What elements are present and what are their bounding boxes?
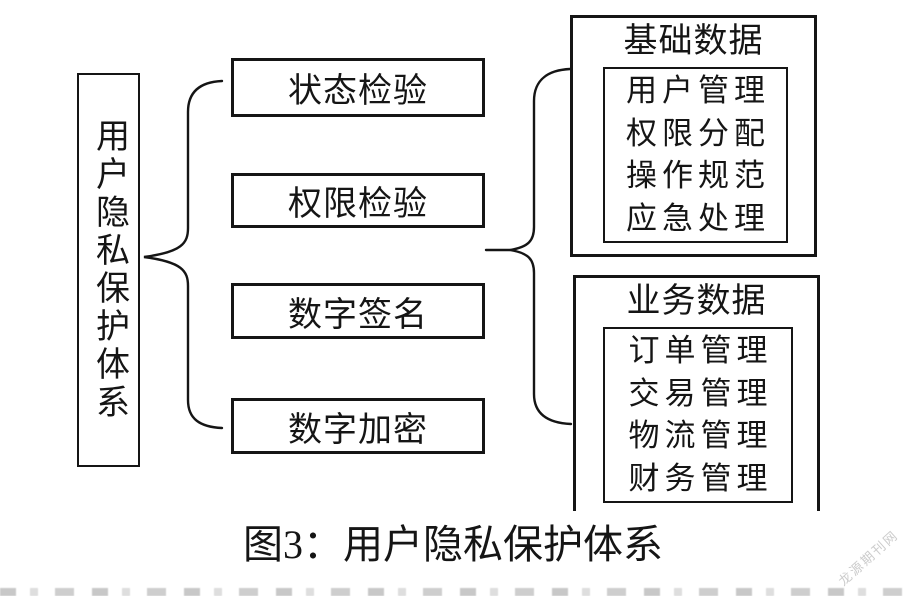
list-item: 操作规范	[626, 158, 770, 193]
root-node-label: 用户隐私保护体系	[90, 118, 128, 422]
watermark-text: 龙源期刊网	[835, 527, 902, 589]
group-basic-data-list: 用户管理 权限分配 操作规范 应急处理	[603, 67, 788, 243]
left-brace	[143, 79, 224, 430]
list-item: 物流管理	[628, 418, 773, 453]
list-item: 财务管理	[628, 460, 773, 496]
node-digital-encryption: 数字加密	[231, 398, 485, 454]
node-status-check: 状态检验	[231, 58, 485, 117]
group-basic-data: 基础数据 用户管理 权限分配 操作规范 应急处理	[570, 15, 817, 257]
group-business-data: 业务数据 订单管理 交易管理 物流管理 财务管理	[573, 275, 820, 511]
figure-caption: 图3：用户隐私保护体系	[243, 522, 663, 567]
group-business-data-list: 订单管理 交易管理 物流管理 财务管理	[603, 327, 793, 503]
list-item: 订单管理	[628, 333, 773, 368]
group-business-data-title: 业务数据	[626, 283, 767, 320]
list-item: 应急处理	[626, 200, 770, 236]
node-permission-check: 权限检验	[231, 173, 485, 228]
cropped-text-row	[0, 588, 908, 596]
right-brace	[509, 67, 573, 426]
list-item: 权限分配	[626, 115, 770, 151]
list-item: 交易管理	[628, 375, 773, 411]
list-item: 用户管理	[626, 73, 770, 108]
root-node-box: 用户隐私保护体系	[77, 73, 140, 467]
node-digital-signature: 数字签名	[231, 283, 485, 339]
group-basic-data-title: 基础数据	[623, 23, 764, 60]
